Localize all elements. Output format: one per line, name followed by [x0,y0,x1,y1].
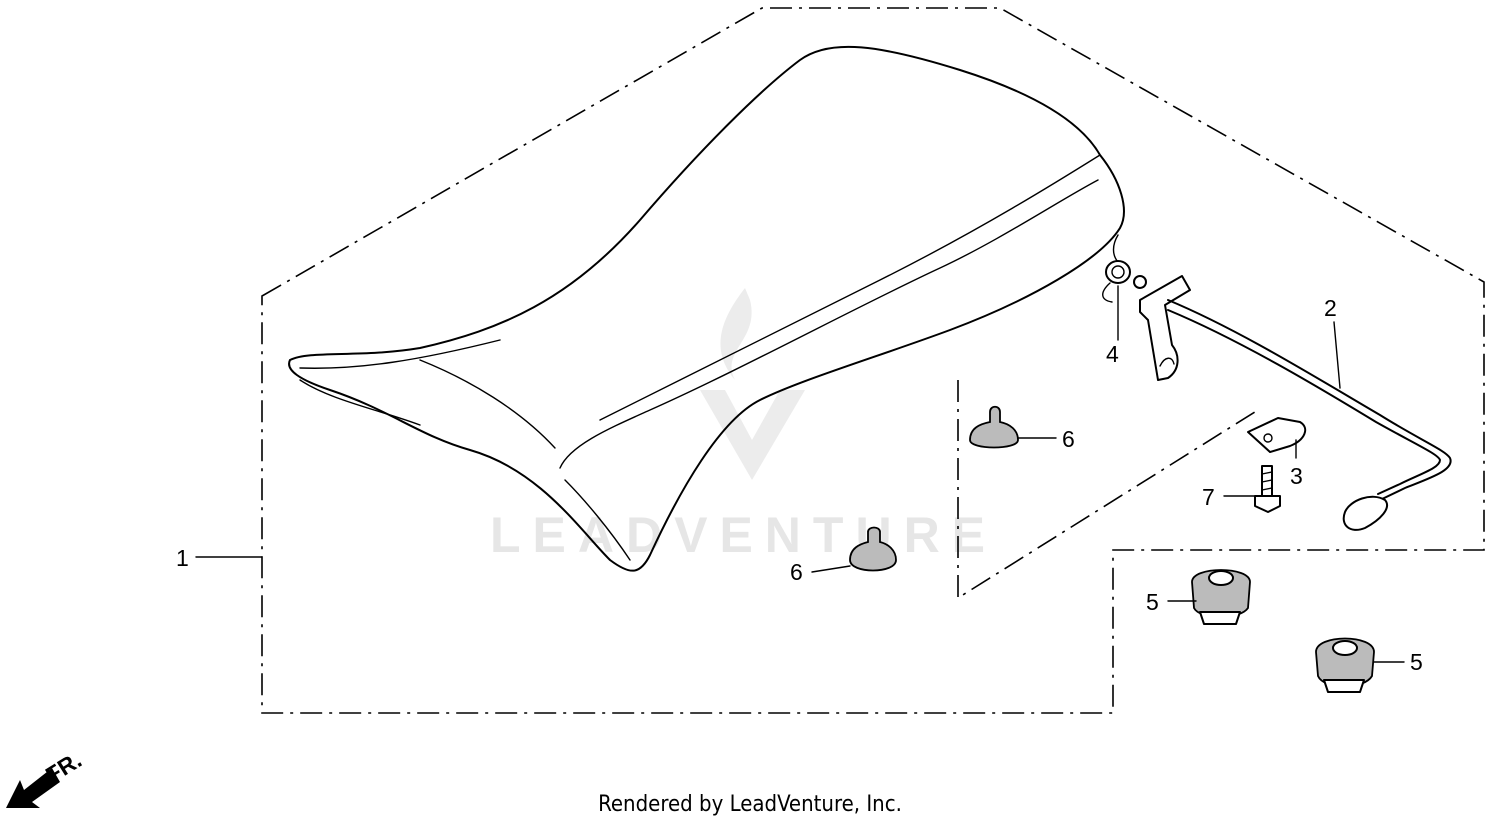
seat [288,45,1125,572]
callout-5b[interactable]: 5 [1410,649,1423,675]
seat-grommet-lower [1315,637,1375,693]
callout-4[interactable]: 4 [1106,341,1119,367]
watermark-v-icon [700,390,805,480]
callout-2[interactable]: 2 [1324,295,1337,321]
watermark: LEADVENTURE [490,288,997,563]
spring [1102,234,1131,303]
seat-latch [1133,275,1191,381]
leader-lines [195,285,1405,663]
assembly-outline [261,7,1485,714]
render-credit: Rendered by LeadVenture, Inc. [598,792,902,817]
callout-5a[interactable]: 5 [1146,589,1159,615]
callout-7[interactable]: 7 [1202,484,1215,510]
rubber-cushion-lower [849,526,897,572]
cable-clamp [1247,417,1307,453]
callout-6b[interactable]: 6 [790,559,803,585]
callout-3[interactable]: 3 [1290,463,1303,489]
flange-bolt [1254,465,1281,513]
watermark-text: LEADVENTURE [490,507,997,563]
watermark-flame-icon [720,288,752,380]
front-arrow-icon [6,768,60,808]
seat-lock-cable [1167,299,1452,531]
callout-6a[interactable]: 6 [1062,426,1075,452]
callout-1[interactable]: 1 [176,545,189,571]
rubber-cushion-upper [969,405,1019,449]
seat-grommet-upper [1191,569,1251,625]
